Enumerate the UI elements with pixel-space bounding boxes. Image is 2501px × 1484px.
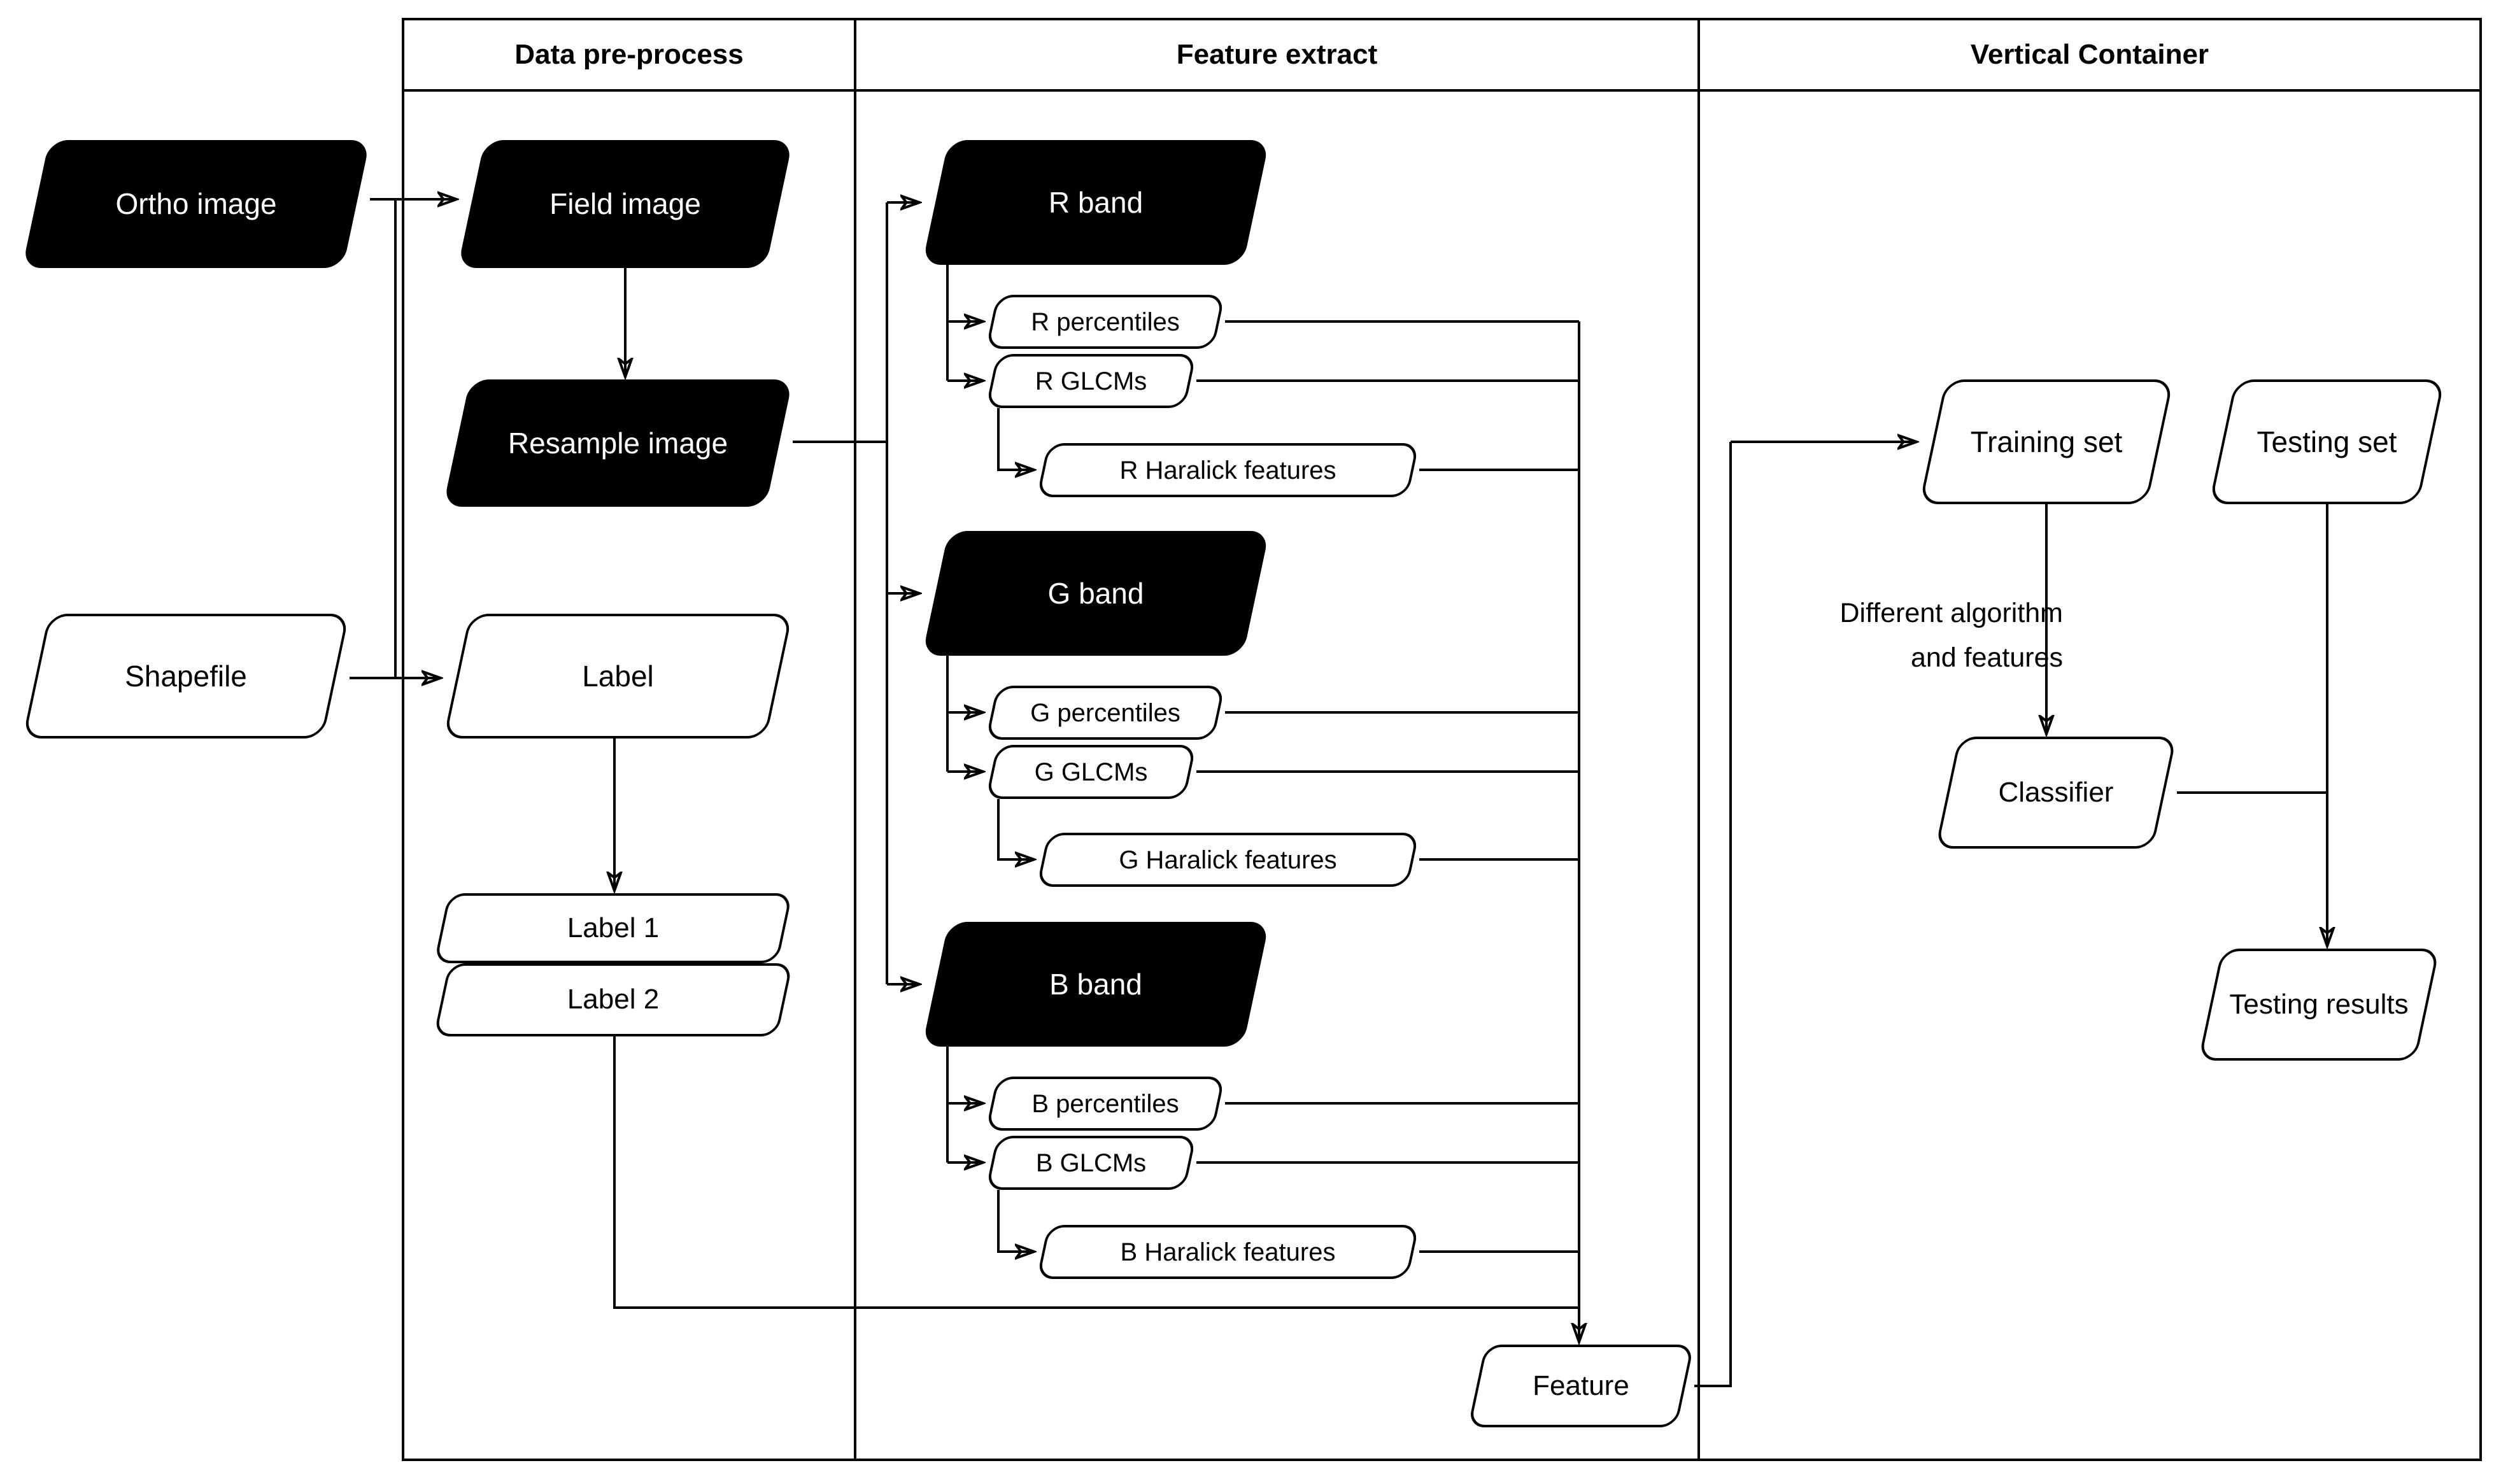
node-label: G GLCMs: [1034, 758, 1148, 786]
node-label: Classifier: [1998, 776, 2114, 808]
node-label: G percentiles: [1030, 698, 1180, 727]
node-label[interactable]: Label: [443, 614, 793, 738]
annotation-line: and features: [1910, 642, 2063, 673]
annotation-different-algorithm[interactable]: Different algorithm and features: [1732, 591, 2063, 680]
node-classifier[interactable]: Classifier: [1935, 737, 2177, 849]
node-label: B GLCMs: [1035, 1148, 1147, 1177]
container-title: Feature extract: [1176, 39, 1378, 70]
node-label: R GLCMs: [1035, 367, 1147, 395]
node-label: Field image: [549, 187, 701, 221]
node-label: Training set: [1970, 425, 2123, 458]
container-header: Vertical Container: [1700, 20, 2479, 92]
node-label: Testing results: [2229, 988, 2409, 1020]
node-label: Label 2: [567, 984, 660, 1015]
node-label: Label 1: [567, 912, 660, 943]
node-r-percentiles[interactable]: R percentiles: [985, 295, 1226, 349]
container-feature-extract[interactable]: Feature extract: [856, 18, 1700, 1461]
node-g-band[interactable]: G band: [922, 531, 1270, 656]
node-label: Feature: [1533, 1369, 1629, 1401]
node-testing-set[interactable]: Testing set: [2209, 379, 2445, 504]
node-label: Ortho image: [115, 187, 277, 221]
container-title: Vertical Container: [1970, 39, 2209, 70]
node-shapefile[interactable]: Shapefile: [22, 614, 350, 738]
node-label: G Haralick features: [1119, 845, 1337, 874]
node-label: B Haralick features: [1120, 1238, 1336, 1266]
node-g-haralick-features[interactable]: G Haralick features: [1036, 833, 1420, 887]
node-g-glcms[interactable]: G GLCMs: [985, 745, 1197, 799]
node-resample-image[interactable]: Resample image: [443, 379, 793, 507]
node-label: Testing set: [2257, 425, 2397, 458]
node-label: B band: [1049, 967, 1142, 1001]
node-label: Shapefile: [125, 659, 247, 693]
node-label: R percentiles: [1031, 307, 1180, 336]
node-label: G band: [1047, 576, 1144, 610]
node-b-band[interactable]: B band: [922, 922, 1270, 1047]
node-label: B percentiles: [1031, 1089, 1179, 1118]
node-b-haralick-features[interactable]: B Haralick features: [1036, 1225, 1420, 1279]
container-vertical-container[interactable]: Vertical Container: [1700, 18, 2482, 1461]
node-training-set[interactable]: Training set: [1919, 379, 2174, 504]
node-feature[interactable]: Feature: [1468, 1345, 1694, 1427]
node-b-glcms[interactable]: B GLCMs: [985, 1136, 1197, 1190]
container-title: Data pre-process: [514, 39, 744, 70]
node-label-2[interactable]: Label 2: [433, 963, 793, 1036]
node-r-glcms[interactable]: R GLCMs: [985, 354, 1197, 408]
node-label: R Haralick features: [1119, 456, 1336, 484]
node-g-percentiles[interactable]: G percentiles: [985, 686, 1226, 740]
node-r-band[interactable]: R band: [922, 140, 1270, 265]
node-label: R band: [1048, 185, 1144, 219]
annotation-line: Different algorithm: [1839, 598, 2063, 628]
node-ortho-image[interactable]: Ortho image: [22, 140, 371, 268]
node-label: Label: [582, 659, 654, 693]
container-header: Feature extract: [856, 20, 1697, 92]
node-r-haralick-features[interactable]: R Haralick features: [1036, 443, 1420, 497]
container-data-pre-process[interactable]: Data pre-process: [402, 18, 856, 1461]
node-label-1[interactable]: Label 1: [434, 893, 793, 963]
node-testing-results[interactable]: Testing results: [2198, 949, 2440, 1061]
node-field-image[interactable]: Field image: [457, 140, 793, 268]
node-b-percentiles[interactable]: B percentiles: [985, 1077, 1226, 1131]
container-header: Data pre-process: [404, 20, 854, 92]
node-label: Resample image: [507, 426, 728, 460]
